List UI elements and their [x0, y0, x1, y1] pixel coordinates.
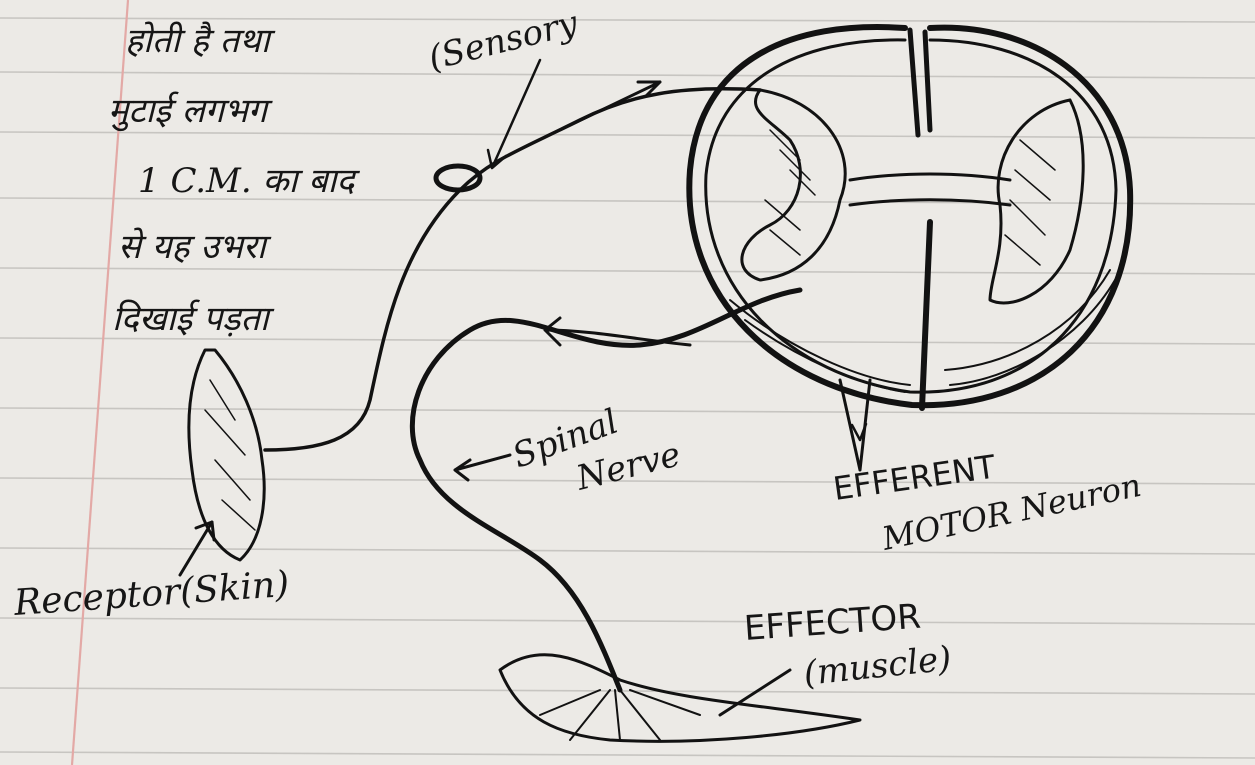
note-line-5: दिखाई पड़ता — [112, 299, 275, 339]
note-line-2: मुटाई लगभग — [108, 91, 273, 132]
note-line-1: होती है तथा — [125, 21, 276, 61]
note-line-3: 1 C.M. का बाद — [138, 161, 360, 201]
note-line-4: से यह उभरा — [118, 227, 272, 267]
